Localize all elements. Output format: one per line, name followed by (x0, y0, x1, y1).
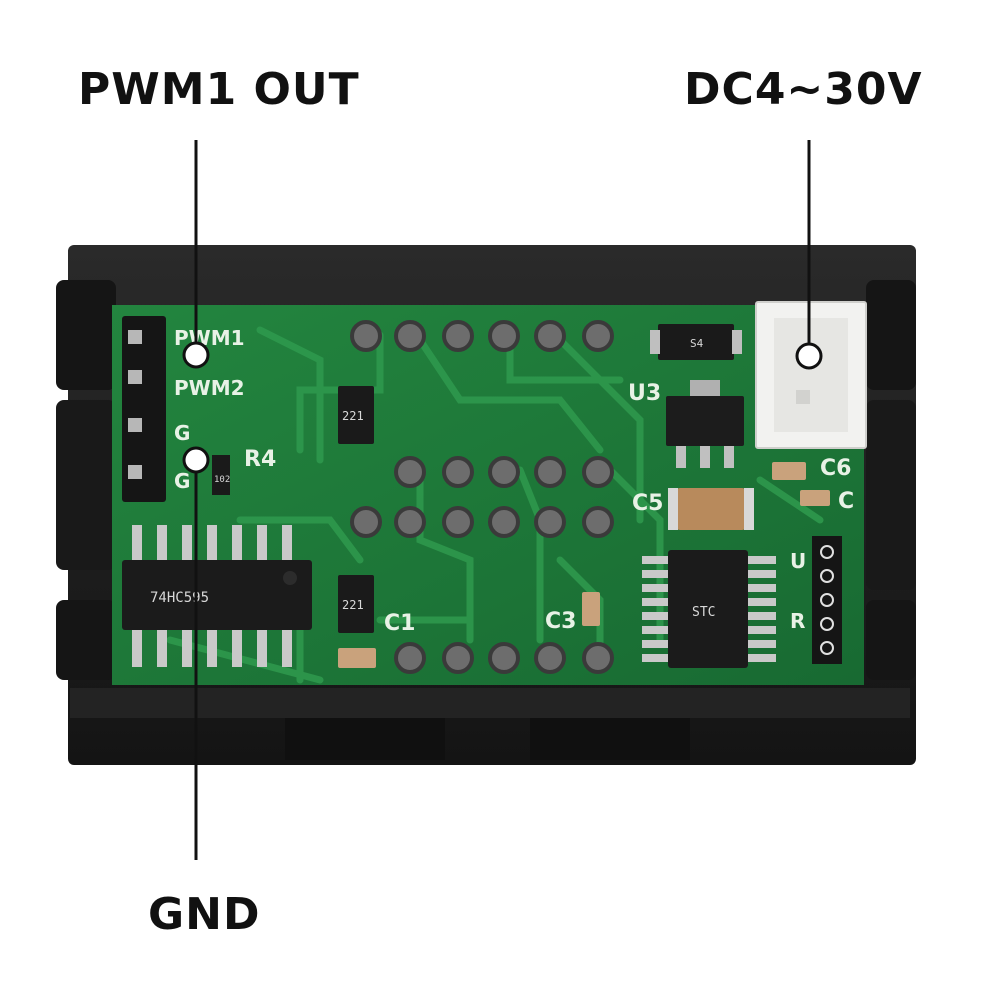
svg-text:S4: S4 (690, 337, 704, 350)
callout-lines (194, 140, 811, 860)
silk-r-side: R (790, 609, 805, 633)
pwm1-out-callout: PWM1 OUT (78, 64, 360, 115)
silk-u-side: U (790, 549, 806, 573)
resistor-array-top: 221 (338, 386, 374, 444)
voltage-regulator-u3 (666, 380, 744, 468)
microcontroller: STC (642, 550, 776, 668)
silk-c3: C3 (545, 609, 576, 634)
gnd-marker-icon (182, 446, 210, 474)
resistor-array-bottom: 221 (338, 575, 374, 633)
svg-text:74HC595: 74HC595 (150, 590, 209, 606)
silk-r4: R4 (244, 447, 276, 472)
svg-text:221: 221 (342, 598, 364, 612)
svg-text:STC: STC (692, 605, 715, 620)
silk-pwm1: PWM1 (174, 326, 245, 350)
silk-u3: U3 (628, 381, 661, 406)
programming-header (812, 536, 842, 664)
silk-g2: G (174, 469, 190, 493)
silk-c5: C5 (632, 491, 663, 516)
power-connector (755, 301, 867, 449)
capacitors (338, 462, 830, 668)
resistor-r4: 102 (212, 455, 230, 495)
gnd-callout: GND (148, 889, 261, 940)
pwm1-marker-icon (182, 341, 210, 369)
silk-g1: G (174, 421, 190, 445)
display-pin-holes (350, 320, 614, 674)
silk-c1: C1 (384, 611, 415, 636)
svg-text:102: 102 (214, 475, 230, 485)
silk-c6: C6 (820, 456, 851, 481)
logic-chip-74hc595: 74HC595 (122, 525, 312, 667)
dc-marker-icon (795, 342, 823, 370)
pin-header (122, 316, 166, 502)
dc-input-callout: DC4~30V (684, 64, 923, 115)
callout-markers (182, 341, 823, 474)
silk-c-right: C (838, 489, 854, 514)
diode: S4 (650, 324, 742, 360)
svg-text:221: 221 (342, 409, 364, 423)
silk-pwm2: PWM2 (174, 376, 245, 400)
